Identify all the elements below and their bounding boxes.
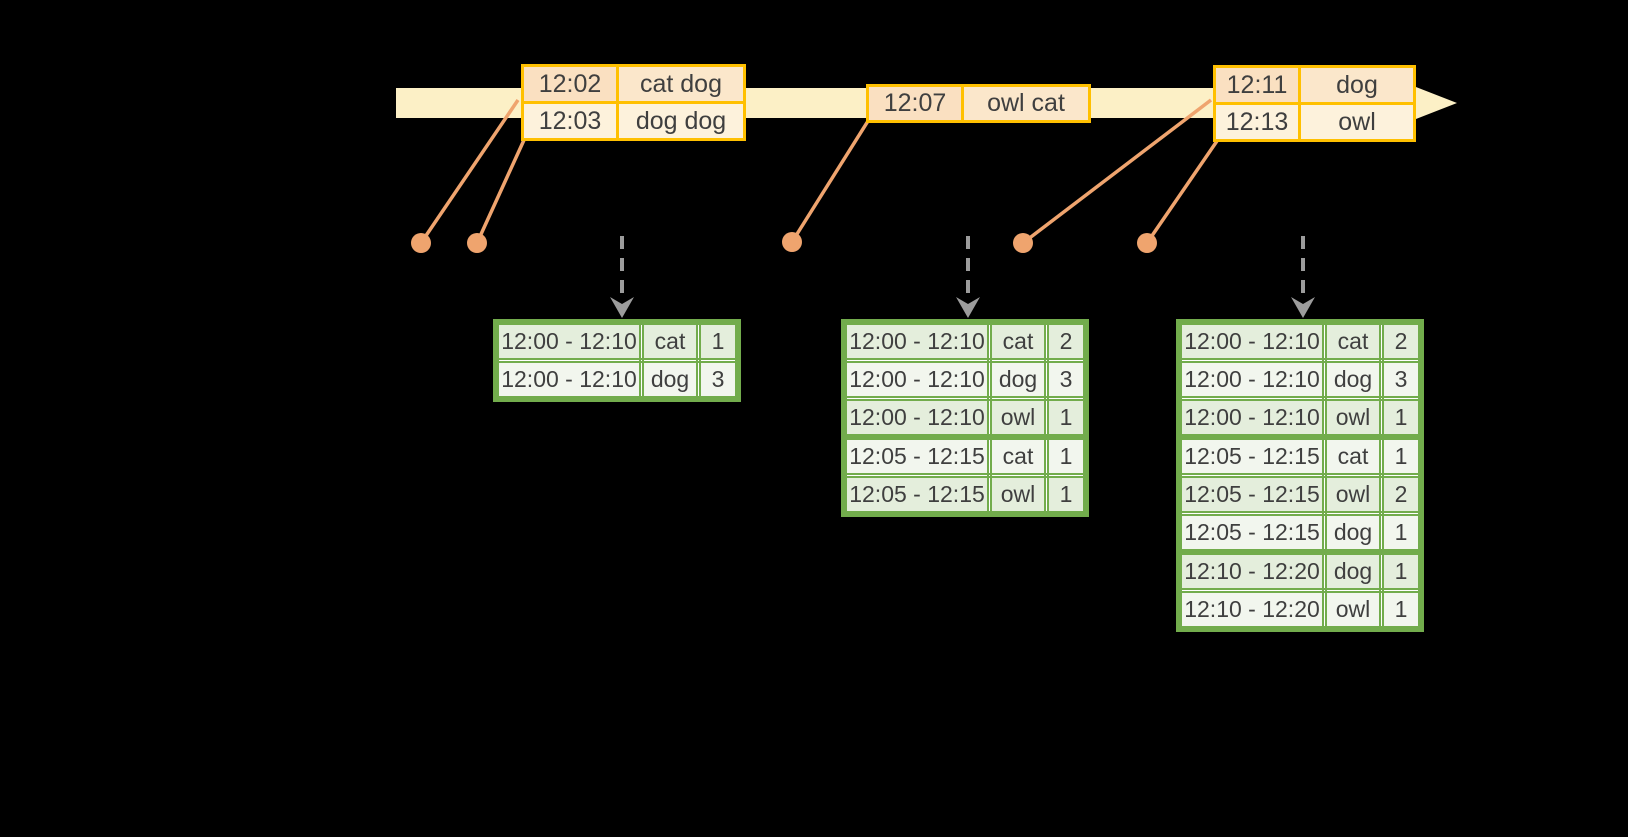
- event-words: cat dog: [616, 64, 746, 104]
- window-cell: 12:05 - 12:15: [1176, 434, 1327, 478]
- event-connector-line: [1021, 98, 1213, 245]
- word-cell: cat: [987, 434, 1049, 478]
- event-row: 12:13 owl: [1213, 102, 1416, 142]
- word-cell: dog: [1322, 358, 1384, 401]
- window-cell: 12:00 - 12:10: [841, 319, 992, 363]
- count-cell: 1: [1379, 588, 1424, 632]
- count-cell: 2: [1379, 319, 1424, 363]
- window-cell: 12:05 - 12:15: [1176, 473, 1327, 516]
- window-cell: 12:10 - 12:20: [1176, 549, 1327, 593]
- event-connector-line: [475, 139, 526, 244]
- word-cell: owl: [1322, 396, 1384, 440]
- word-cell: dog: [987, 358, 1049, 401]
- event-time: 12:02: [521, 64, 619, 104]
- window-cell: 12:00 - 12:10: [1176, 358, 1327, 401]
- window-cell: 12:00 - 12:10: [493, 358, 644, 402]
- event-dot-icon: [1013, 233, 1033, 253]
- word-cell: owl: [1322, 588, 1384, 632]
- window-cell: 12:05 - 12:15: [841, 434, 992, 478]
- event-words: dog: [1298, 65, 1416, 105]
- word-cell: owl: [987, 473, 1049, 517]
- event-connector-line: [1145, 140, 1219, 244]
- event-connector-line: [790, 120, 870, 243]
- count-cell: 3: [696, 358, 741, 402]
- window-cell: 12:00 - 12:10: [841, 396, 992, 440]
- trigger-arrow-icon: [1291, 236, 1315, 318]
- count-cell: 1: [1379, 396, 1424, 440]
- event-words: dog dog: [616, 101, 746, 141]
- count-cell: 1: [1379, 434, 1424, 478]
- event-time: 12:03: [521, 101, 619, 141]
- window-cell: 12:00 - 12:10: [841, 358, 992, 401]
- word-cell: owl: [1322, 473, 1384, 516]
- count-cell: 2: [1044, 319, 1089, 363]
- word-cell: dog: [1322, 511, 1384, 555]
- count-cell: 1: [1379, 549, 1424, 593]
- window-cell: 12:00 - 12:10: [1176, 319, 1327, 363]
- word-cell: dog: [639, 358, 701, 402]
- event-words: owl cat: [961, 84, 1091, 123]
- trigger-arrow-icon: [956, 236, 980, 318]
- event-time: 12:13: [1213, 102, 1301, 142]
- event-row: 12:11 dog: [1213, 65, 1416, 105]
- word-cell: owl: [987, 396, 1049, 440]
- trigger-arrow-icon: [610, 236, 634, 318]
- window-cell: 12:00 - 12:10: [1176, 396, 1327, 440]
- count-cell: 3: [1044, 358, 1089, 401]
- event-dot-icon: [782, 232, 802, 252]
- window-cell: 12:05 - 12:15: [841, 473, 992, 517]
- word-cell: cat: [1322, 319, 1384, 363]
- event-words: owl: [1298, 102, 1416, 142]
- event-time: 12:07: [866, 84, 964, 123]
- count-cell: 1: [1379, 511, 1424, 555]
- word-cell: cat: [639, 319, 701, 363]
- event-box-1: 12:02 cat dog 12:03 dog dog: [521, 64, 746, 141]
- window-cell: 12:00 - 12:10: [493, 319, 644, 363]
- window-cell: 12:05 - 12:15: [1176, 511, 1327, 555]
- count-cell: 1: [1044, 396, 1089, 440]
- word-cell: dog: [1322, 549, 1384, 593]
- word-cell: cat: [987, 319, 1049, 363]
- event-box-3: 12:11 dog 12:13 owl: [1213, 65, 1416, 142]
- event-dot-icon: [1137, 233, 1157, 253]
- event-box-2: 12:07 owl cat: [866, 84, 1091, 123]
- event-dot-icon: [467, 233, 487, 253]
- event-time: 12:11: [1213, 65, 1301, 105]
- event-row: 12:02 cat dog: [521, 64, 746, 104]
- event-row: 12:07 owl cat: [866, 84, 1091, 123]
- count-cell: 3: [1379, 358, 1424, 401]
- event-dot-icon: [411, 233, 431, 253]
- event-row: 12:03 dog dog: [521, 101, 746, 141]
- window-cell: 12:10 - 12:20: [1176, 588, 1327, 632]
- count-cell: 1: [696, 319, 741, 363]
- count-cell: 2: [1379, 473, 1424, 516]
- event-connector-line: [419, 99, 520, 244]
- count-cell: 1: [1044, 434, 1089, 478]
- word-cell: cat: [1322, 434, 1384, 478]
- count-cell: 1: [1044, 473, 1089, 517]
